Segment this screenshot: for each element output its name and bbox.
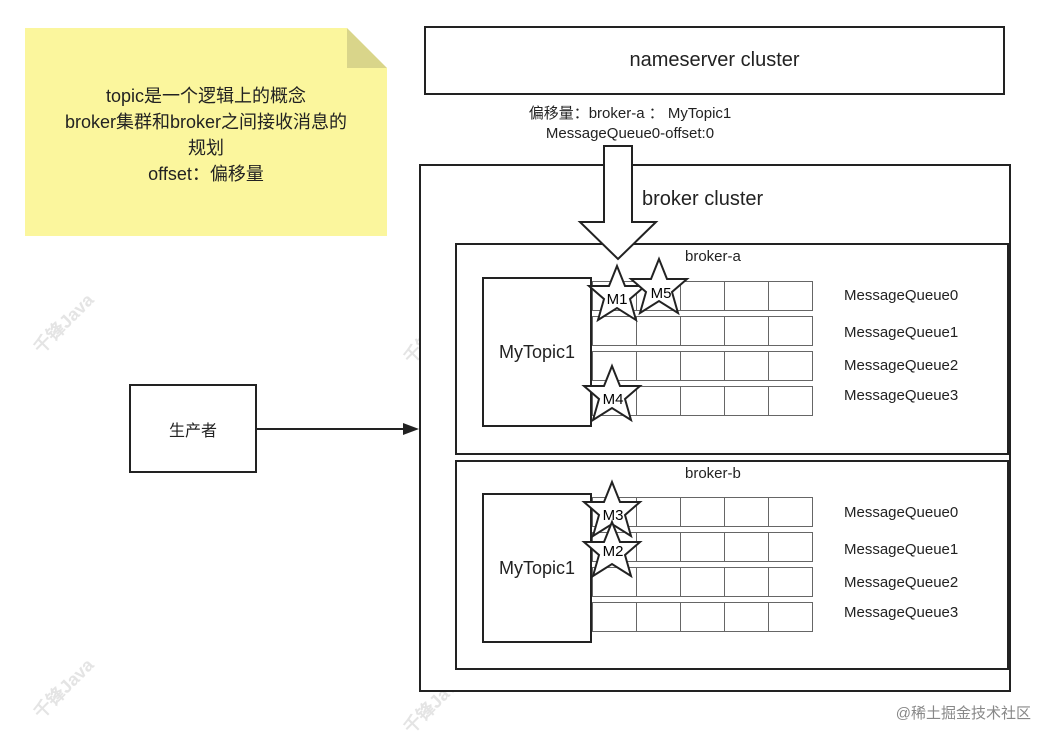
note-fold [347, 28, 387, 68]
queue-row [592, 602, 813, 632]
topic-box: MyTopic1 [482, 277, 592, 427]
queue-cell [680, 532, 725, 562]
queue-label: MessageQueue1 [844, 541, 959, 558]
offset-label: 偏移量：broker-a ： MyTopic1 MessageQueue0-of… [500, 104, 760, 144]
offset-line-1: 偏移量：broker-a ： MyTopic1 [528, 105, 732, 122]
queue-cell [724, 567, 769, 597]
message-star-m5: M5 [628, 256, 690, 316]
queue-label: MessageQueue0 [844, 504, 959, 521]
producer-arrow-head [403, 423, 419, 435]
nameserver-label: nameserver cluster [629, 49, 800, 71]
queue-cell [768, 351, 813, 381]
topic-box: MyTopic1 [482, 493, 592, 643]
queue-cell [636, 386, 681, 416]
sticky-note: topic是一个逻辑上的概念 broker集群和broker之间接收消息的 规划… [25, 28, 387, 236]
queue-row [592, 351, 813, 381]
topic-label: MyTopic1 [498, 341, 576, 362]
queue-cell [768, 386, 813, 416]
note-line: broker集群和broker之间接收消息的 [64, 112, 348, 132]
star-label: M4 [603, 391, 624, 408]
queue-row [592, 567, 813, 597]
queue-row [592, 532, 813, 562]
queue-cell [724, 316, 769, 346]
credit-text: @稀土掘金技术社区 [895, 705, 1031, 722]
queue-cell [768, 497, 813, 527]
queue-cell [680, 497, 725, 527]
queue-cell [636, 532, 681, 562]
queue-cell [680, 281, 725, 311]
note-line: offset：偏移量 [148, 164, 264, 184]
star-label: M2 [603, 543, 624, 560]
queue-cell [768, 567, 813, 597]
note-line: topic是一个逻辑上的概念 [105, 86, 307, 106]
note-text: topic是一个逻辑上的概念 broker集群和broker之间接收消息的 规划… [25, 83, 387, 187]
broker-label: broker-a [685, 248, 741, 265]
queue-cell [636, 567, 681, 597]
queue-cell [724, 602, 769, 632]
queue-label: MessageQueue2 [844, 574, 959, 591]
note-line: 规划 [188, 138, 224, 158]
broker-cluster-label: broker cluster [642, 188, 764, 210]
queue-label: MessageQueue0 [844, 287, 959, 304]
queue-cell [768, 281, 813, 311]
broker-label: broker-b [685, 465, 741, 482]
message-star-m4: M4 [581, 363, 643, 423]
message-star-m2: M2 [581, 519, 643, 579]
star-label: M5 [651, 285, 672, 302]
star-label: M3 [603, 507, 624, 524]
queue-label: MessageQueue3 [844, 387, 959, 404]
queue-cell [592, 602, 637, 632]
offset-line-2: MessageQueue0-offset:0 [545, 125, 715, 142]
queue-cell [724, 351, 769, 381]
queue-cell [636, 602, 681, 632]
topic-label: MyTopic1 [498, 557, 576, 578]
queue-label: MessageQueue3 [844, 604, 959, 621]
nameserver-cluster-box: nameserver cluster [424, 26, 1005, 95]
queue-cell [768, 532, 813, 562]
star-label: M1 [607, 291, 628, 308]
message-star-m1: M1 [586, 263, 648, 323]
down-arrow [577, 145, 659, 261]
queue-row [592, 316, 813, 346]
queue-cell [724, 386, 769, 416]
queue-cell [724, 532, 769, 562]
queue-label: MessageQueue1 [844, 324, 959, 341]
queue-label: MessageQueue2 [844, 357, 959, 374]
producer-box: 生产者 [129, 384, 257, 473]
queue-cell [680, 316, 725, 346]
queue-cell [636, 497, 681, 527]
queue-cell [680, 386, 725, 416]
producer-label: 生产者 [168, 422, 217, 440]
queue-cell [768, 602, 813, 632]
queue-cell [768, 316, 813, 346]
